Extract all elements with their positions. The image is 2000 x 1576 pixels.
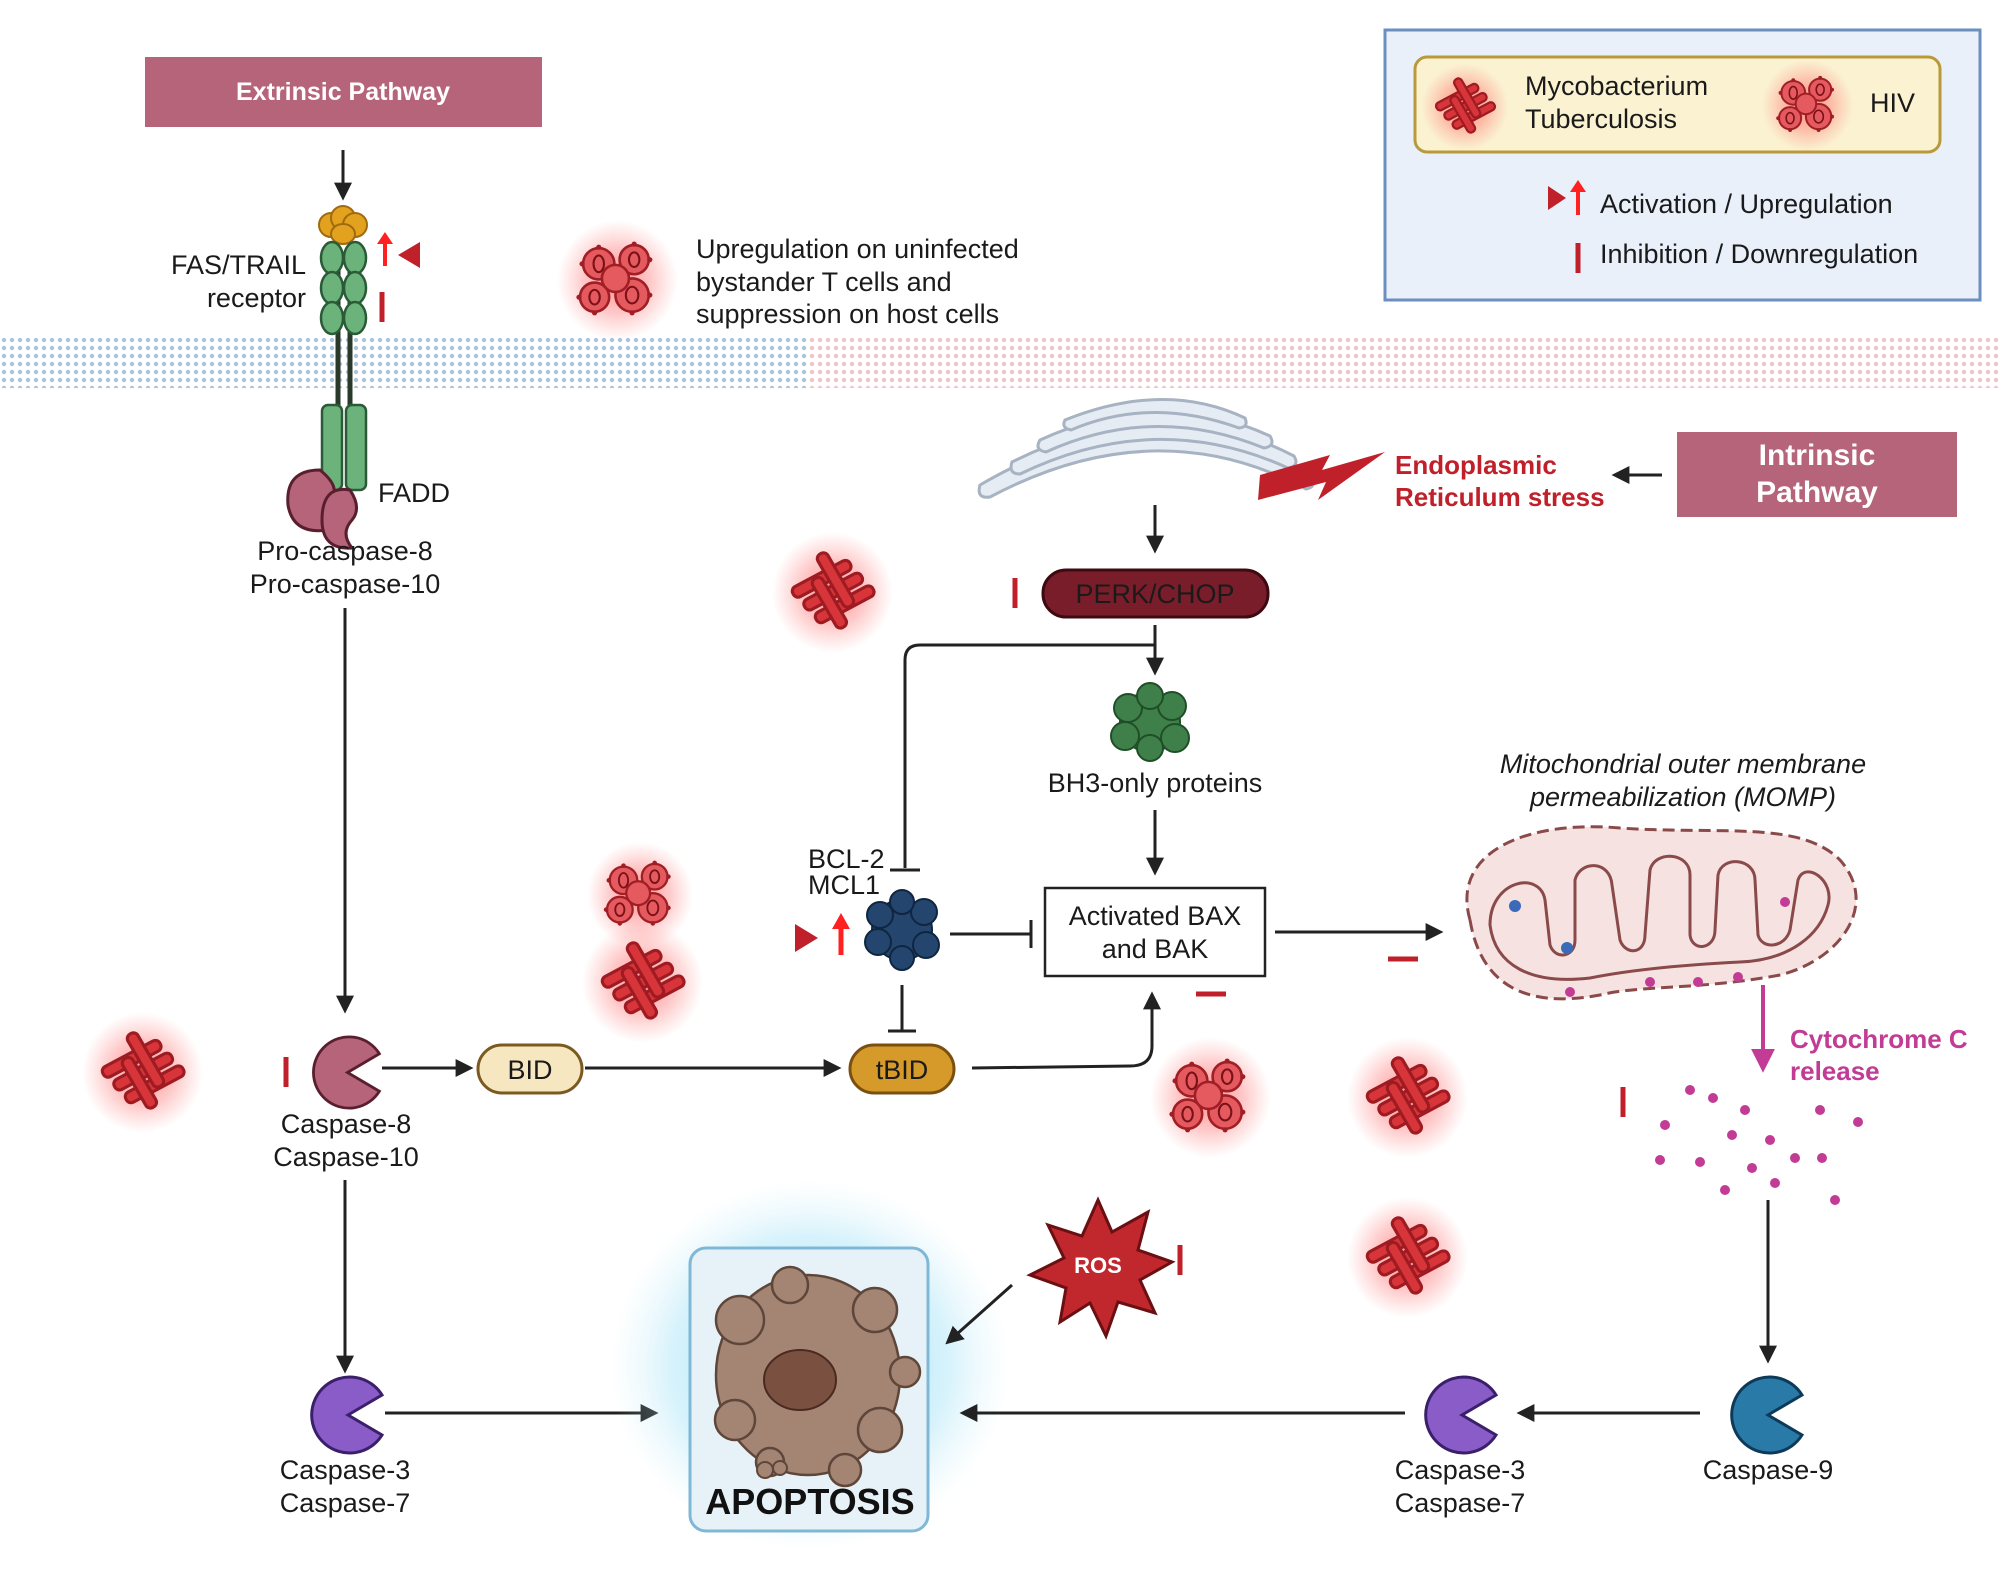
er-stress-line2: Reticulum stress	[1395, 482, 1605, 512]
hiv-legend-icon	[1760, 58, 1855, 153]
tbid-label: tBID	[876, 1055, 929, 1085]
tbid-node: tBID	[848, 1043, 956, 1095]
receptor-label-line2: receptor	[207, 283, 306, 313]
legend-hiv-label: HIV	[1870, 88, 1915, 118]
hiv-icon-receptor	[555, 218, 680, 343]
cytochrome-label-line1: Cytochrome C	[1790, 1024, 1968, 1054]
bax-bak-box: Activated BAX and BAK	[1043, 886, 1267, 978]
mtb-icon-ros	[1345, 1195, 1470, 1320]
caspase37-right-line2: Caspase-7	[1395, 1488, 1526, 1518]
hiv-icon-bax	[1148, 1035, 1273, 1160]
ros-burst: ROS	[1026, 1196, 1176, 1340]
mtb-icon-momp	[1345, 1035, 1470, 1160]
lightning-bolt-icon	[1258, 452, 1385, 500]
bh3-label: BH3-only proteins	[1048, 768, 1263, 798]
legend-mtb-line1: Mycobacterium	[1525, 71, 1708, 101]
caspase8-label-line2: Caspase-10	[273, 1142, 419, 1172]
intrinsic-header-line1: Intrinsic	[1759, 439, 1876, 472]
hiv-note-line2: bystander T cells and	[696, 267, 952, 297]
perk-chop-node: PERK/CHOP	[1041, 568, 1270, 619]
cytochrome-c-dots	[1655, 1085, 1863, 1205]
momp-label-line2: permeabilization (MOMP)	[1529, 782, 1836, 812]
upregulation-arrow-icon	[377, 232, 393, 244]
mtb-icon-bcl2	[580, 920, 705, 1045]
cytochrome-label-line2: release	[1790, 1056, 1880, 1086]
caspase37-left-line1: Caspase-3	[280, 1455, 411, 1485]
caspase8-label-line1: Caspase-8	[281, 1109, 412, 1139]
er-stress-line1: Endoplasmic	[1395, 450, 1557, 480]
bax-label-line1: Activated BAX	[1069, 901, 1242, 931]
extrinsic-header-label: Extrinsic Pathway	[236, 78, 450, 106]
cell-membrane	[0, 338, 2000, 388]
legend-up-arrow-icon	[1570, 180, 1586, 192]
fadd-label: FADD	[378, 478, 450, 508]
hiv-note-line1: Upregulation on uninfected	[696, 234, 1019, 264]
bid-node: BID	[476, 1043, 584, 1095]
caspase8-icon	[312, 1035, 381, 1110]
mtb-icon-caspase8	[80, 1010, 205, 1135]
fadd-protein	[286, 468, 358, 550]
caspase9-label: Caspase-9	[1703, 1455, 1834, 1485]
mitochondrion	[1465, 825, 1858, 1001]
caspase37-right-line1: Caspase-3	[1395, 1455, 1526, 1485]
hiv-note-line3: suppression on host cells	[696, 299, 999, 329]
mcl1-label: MCL1	[808, 870, 880, 900]
bh3-only-protein	[1110, 682, 1190, 762]
caspase9-icon	[1730, 1375, 1804, 1455]
intrinsic-header-line2: Pathway	[1756, 476, 1878, 509]
bcl2-label: BCL-2	[808, 844, 885, 874]
caspase37-left-line2: Caspase-7	[280, 1488, 411, 1518]
procaspase-line2: Pro-caspase-10	[250, 569, 441, 599]
momp-label-line1: Mitochondrial outer membrane	[1500, 749, 1866, 779]
ros-label: ROS	[1074, 1253, 1122, 1278]
bax-label-line2: and BAK	[1102, 934, 1209, 964]
receptor-label-line1: FAS/TRAIL	[171, 250, 306, 280]
fas-trail-receptor	[318, 205, 368, 492]
caspase37-left-icon	[310, 1375, 384, 1455]
legend-mtb-line2: Tuberculosis	[1525, 104, 1677, 134]
extrinsic-pathway-header: Extrinsic Pathway	[145, 57, 542, 127]
apoptosis-cell: APOPTOSIS	[610, 1180, 1010, 1550]
mtb-icon-perk	[770, 530, 895, 655]
procaspase-line1: Pro-caspase-8	[257, 536, 433, 566]
bid-label: BID	[507, 1055, 552, 1085]
legend-inhibition-label: Inhibition / Downregulation	[1600, 239, 1918, 269]
legend-activation-label: Activation / Upregulation	[1600, 189, 1893, 219]
endoplasmic-reticulum	[977, 398, 1315, 499]
mtb-legend-icon	[1420, 62, 1510, 152]
apoptosis-label: APOPTOSIS	[705, 1481, 914, 1522]
bcl2-mcl1-protein	[864, 889, 940, 971]
perk-chop-label: PERK/CHOP	[1075, 579, 1234, 609]
caspase37-right-icon	[1424, 1375, 1498, 1455]
intrinsic-pathway-header: Intrinsic Pathway	[1677, 432, 1957, 517]
legend: Mycobacterium Tuberculosis HIV Activatio…	[1383, 28, 1982, 302]
bcl2-upregulation-arrow-icon	[832, 913, 850, 929]
